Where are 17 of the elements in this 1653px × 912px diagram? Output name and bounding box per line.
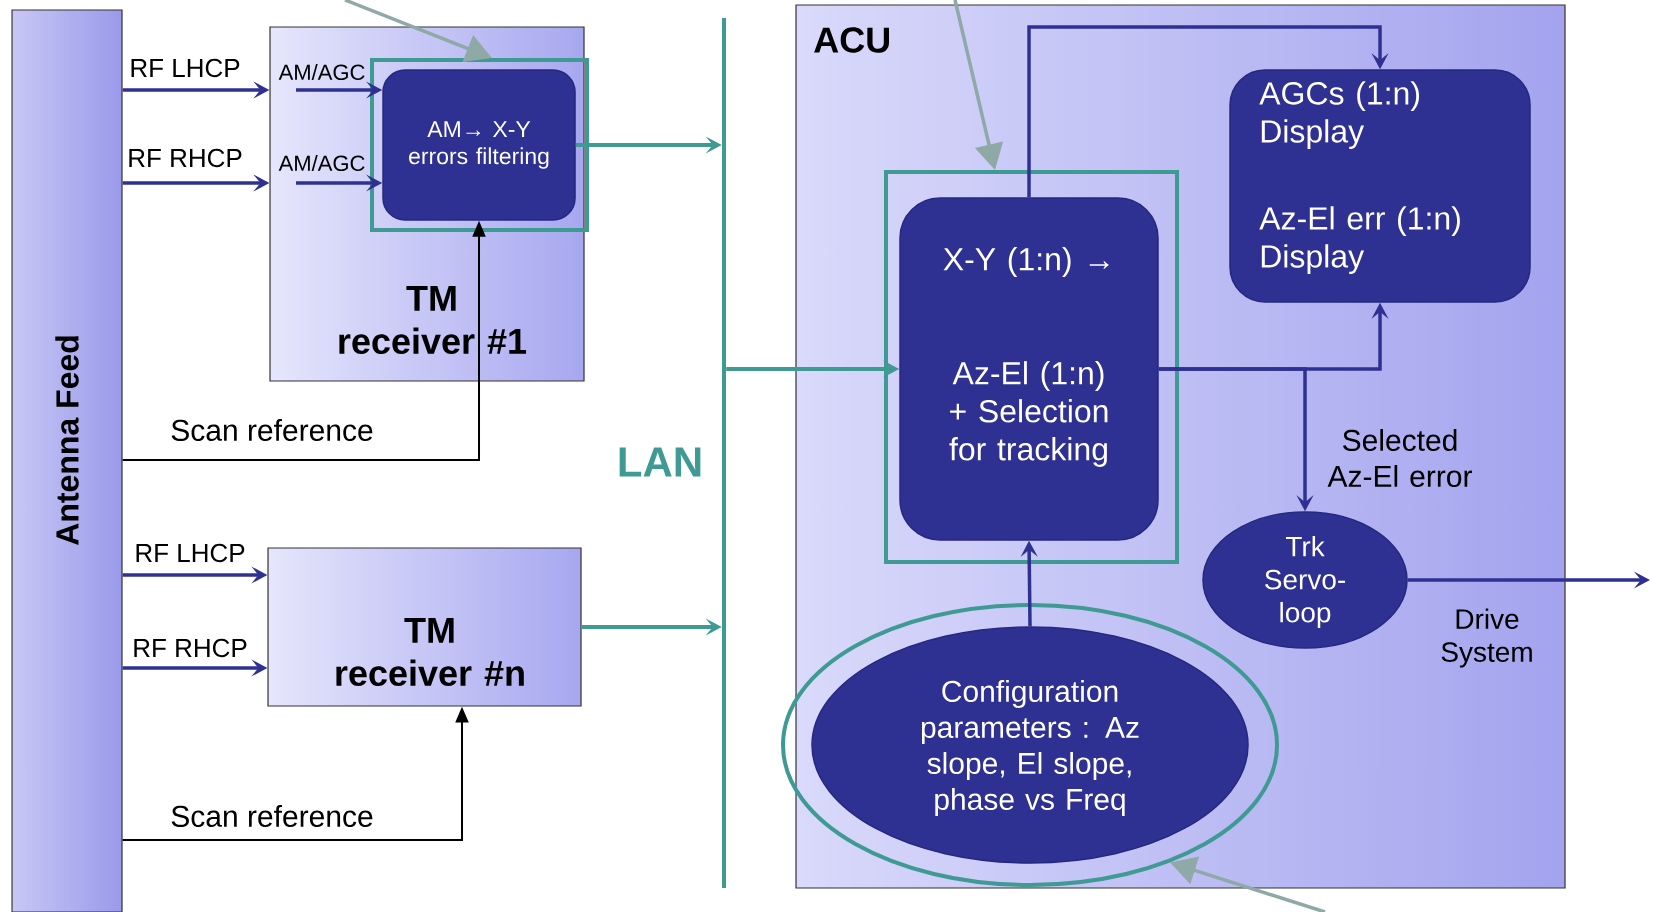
display-box: AGCs (1:n) Display Az-El err (1:n) Display (1229, 69, 1531, 303)
antenna-feed-bar: Antenna Feed (11, 9, 123, 912)
edge-label: Selected Az-El error (1327, 429, 1472, 487)
receiver-box: TM receiver #n (267, 547, 582, 707)
process-box: AM→ X-Y errors filtering (382, 69, 576, 221)
edge-label: AM/AGC (278, 154, 365, 172)
edge-label: RF LHCP (131, 58, 240, 78)
edge-label: Scan reference (171, 419, 373, 441)
edge-label: RF RHCP (134, 638, 247, 658)
bus-label: LAN (619, 447, 701, 477)
edge-label: RF LHCP (136, 543, 245, 563)
edge-label: Scan reference (171, 805, 373, 827)
edge-label: AM/AGC (278, 63, 365, 81)
arrow (1027, 25, 1389, 198)
edge-label: Drive System (1441, 608, 1532, 668)
edge-label: RF RHCP (129, 148, 242, 168)
process-box: X-Y (1:n) → Az-El (1:n) + Selection for tracking (899, 197, 1159, 541)
